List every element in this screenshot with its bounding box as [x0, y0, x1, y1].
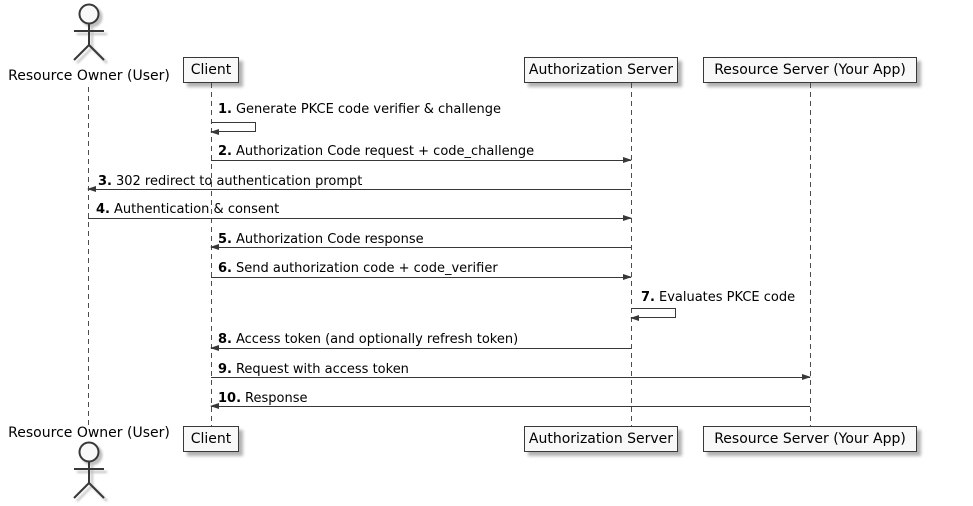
message-7-label: 7.Evaluates PKCE code: [641, 290, 795, 305]
participant-label: Resource Server (Your App): [714, 62, 906, 78]
actor-label-top: Resource Owner (User): [8, 68, 170, 84]
message-number: 6.: [218, 261, 232, 276]
message-9-label: 9.Request with access token: [218, 362, 409, 377]
arrowhead-left-icon: [210, 129, 219, 135]
actor-label-bottom: Resource Owner (User): [8, 425, 170, 441]
participant-resource-server-bottom: Resource Server (Your App): [703, 426, 917, 452]
arrowhead-left-icon: [210, 345, 219, 351]
message-1-label: 1.Generate PKCE code verifier & challeng…: [218, 102, 501, 117]
message-text: Authorization Code response: [235, 232, 424, 247]
participant-auth-server-bottom: Authorization Server: [524, 426, 678, 452]
message-number: 4.: [96, 202, 110, 217]
message-text: Authentication & consent: [113, 202, 280, 217]
message-text: Access token (and optionally refresh tok…: [235, 332, 519, 347]
message-number: 3.: [98, 174, 112, 189]
message-text: Request with access token: [235, 362, 409, 377]
message-number: 9.: [218, 362, 232, 377]
message-number: 2.: [218, 144, 232, 159]
message-7-self-arrow: [630, 308, 676, 321]
message-4-label: 4.Authentication & consent: [96, 202, 279, 217]
message-number: 8.: [218, 332, 232, 347]
message-number: 7.: [641, 290, 655, 305]
lifeline-user: [88, 87, 89, 426]
message-text: 302 redirect to authentication prompt: [115, 174, 363, 189]
message-3-label: 3.302 redirect to authentication prompt: [98, 174, 362, 189]
arrowhead-left-icon: [210, 403, 219, 409]
message-6-label: 6.Send authorization code + code_verifie…: [218, 261, 498, 276]
arrowhead-left-icon: [210, 244, 219, 250]
participant-resource-server-top: Resource Server (Your App): [703, 57, 917, 83]
participant-label: Resource Server (Your App): [714, 431, 906, 447]
actor-icon: [73, 3, 105, 61]
message-2-arrow: [211, 157, 632, 163]
participant-label: Authorization Server: [528, 62, 674, 78]
message-2-label: 2.Authorization Code request + code_chal…: [218, 144, 534, 159]
message-text: Send authorization code + code_verifier: [235, 261, 498, 276]
participant-client-bottom: Client: [183, 426, 239, 452]
participant-label: Client: [190, 62, 232, 78]
message-4-arrow: [88, 215, 632, 221]
actor-icon: [73, 441, 105, 499]
message-text: Evaluates PKCE code: [658, 290, 796, 305]
message-text: Generate PKCE code verifier & challenge: [235, 102, 502, 117]
message-6-arrow: [211, 274, 632, 280]
message-8-arrow: [210, 345, 631, 351]
message-10-arrow: [210, 403, 810, 409]
participant-label: Client: [190, 431, 232, 447]
arrowhead-right-icon: [623, 157, 632, 163]
message-3-arrow: [87, 186, 631, 192]
message-number: 1.: [218, 102, 232, 117]
lifeline-client: [211, 83, 212, 426]
message-9-arrow: [211, 374, 811, 380]
message-5-label: 5.Authorization Code response: [218, 232, 424, 247]
participant-auth-server-top: Authorization Server: [524, 57, 678, 83]
arrowhead-right-icon: [802, 374, 811, 380]
message-number: 5.: [218, 232, 232, 247]
message-10-label: 10.Response: [218, 391, 307, 406]
arrowhead-left-icon: [87, 186, 96, 192]
arrowhead-right-icon: [623, 215, 632, 221]
message-text: Authorization Code request + code_challe…: [235, 144, 535, 159]
message-1-self-arrow: [210, 122, 256, 135]
arrowhead-right-icon: [623, 274, 632, 280]
lifeline-auth-server: [631, 83, 632, 426]
message-5-arrow: [210, 244, 631, 250]
participant-client-top: Client: [183, 57, 239, 83]
arrowhead-left-icon: [630, 315, 639, 321]
lifeline-resource-server: [810, 83, 811, 426]
message-number: 10.: [218, 391, 242, 406]
message-8-label: 8.Access token (and optionally refresh t…: [218, 332, 518, 347]
participant-label: Authorization Server: [528, 431, 674, 447]
message-text: Response: [245, 391, 308, 406]
